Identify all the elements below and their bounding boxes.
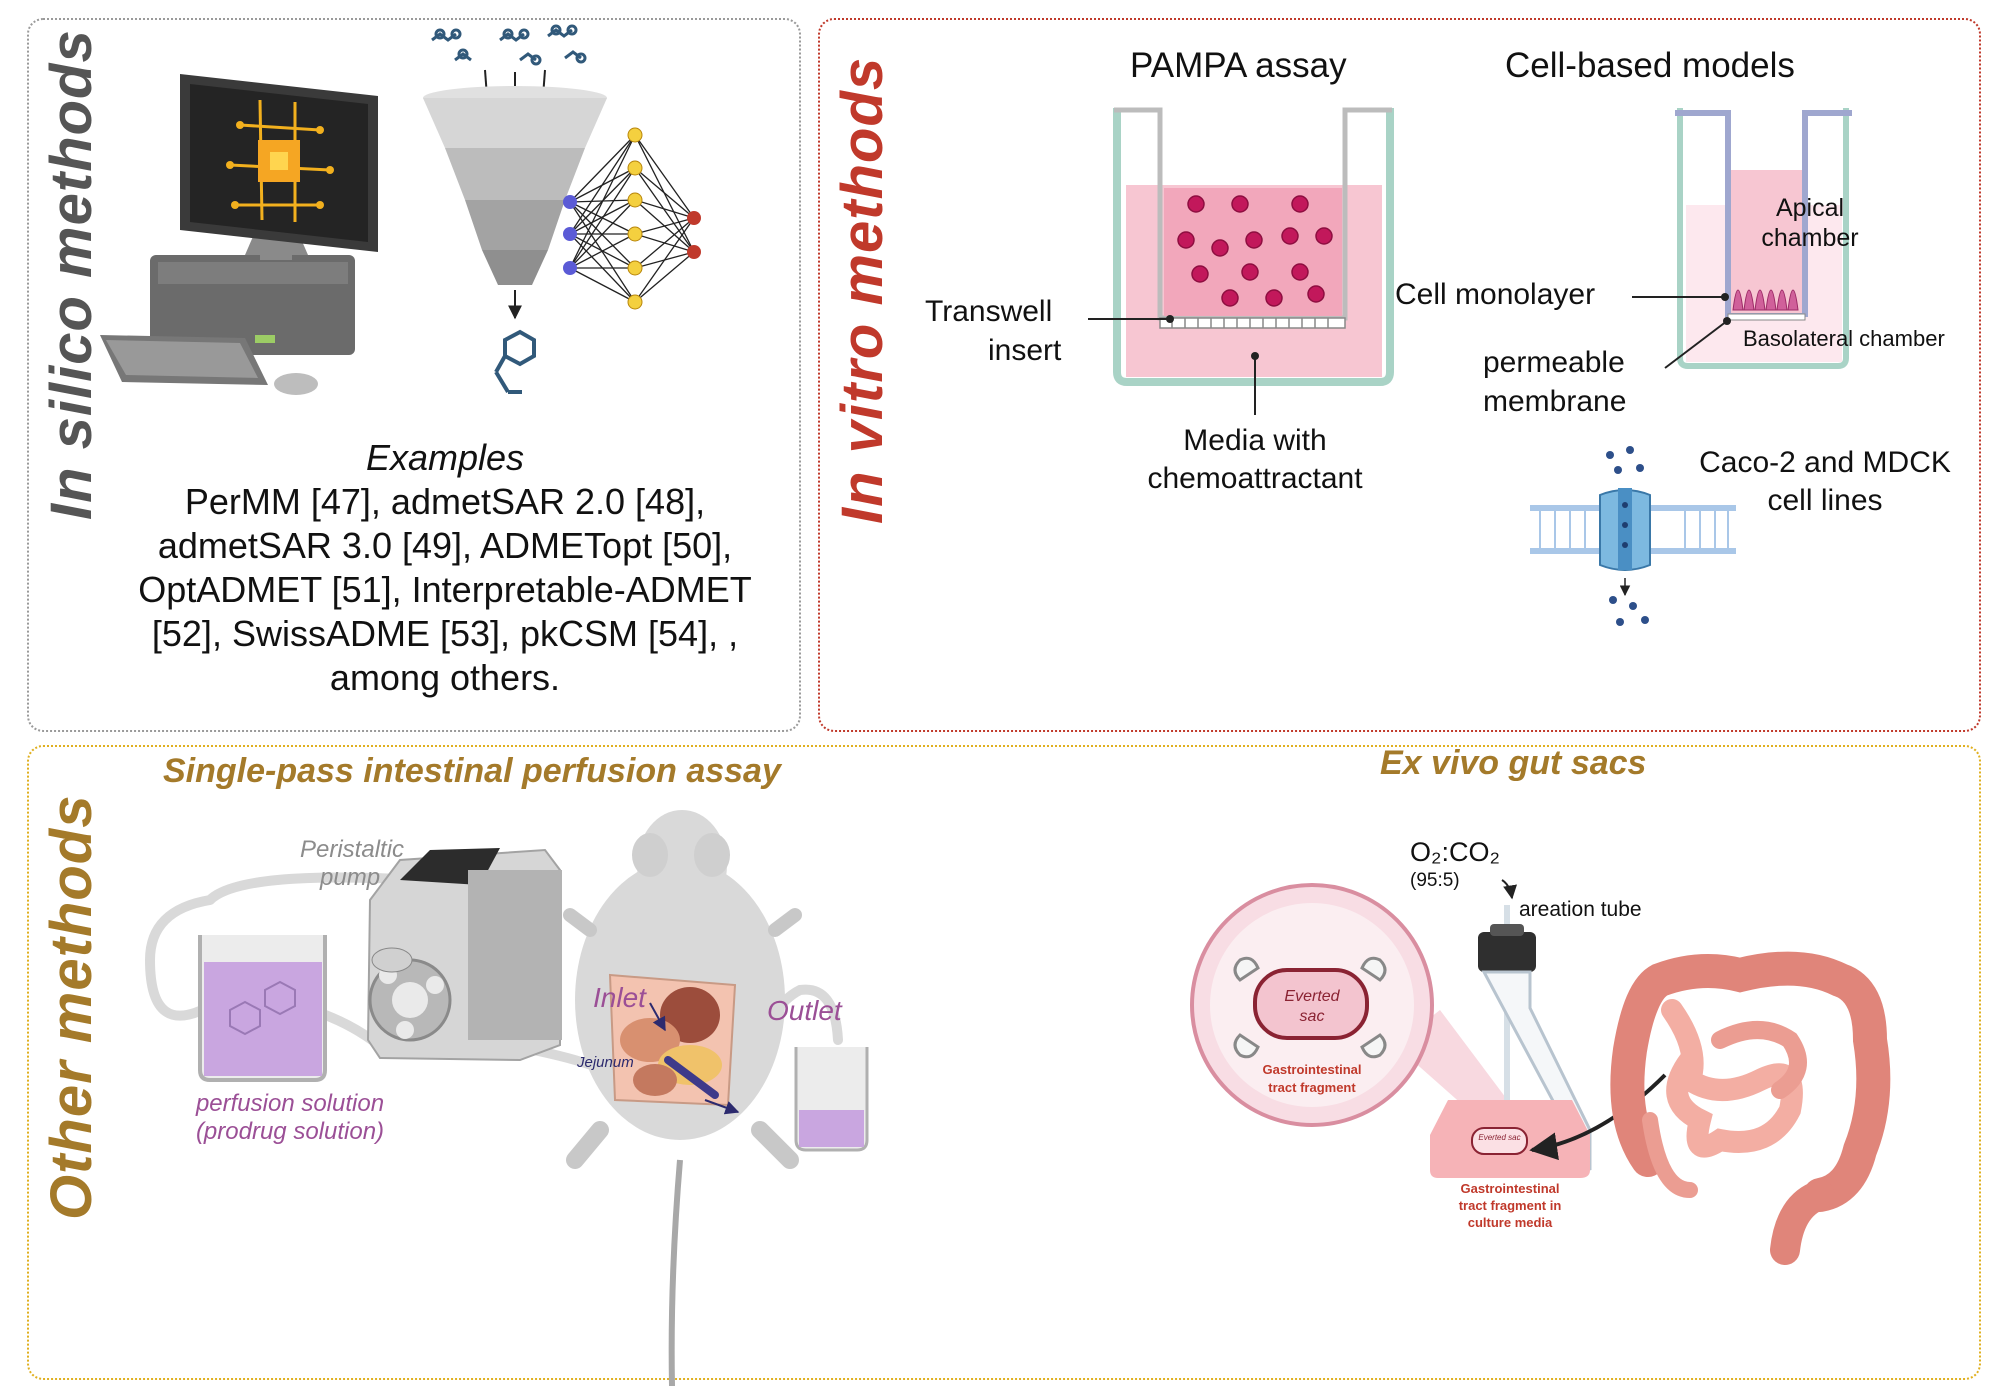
outlet-label: Outlet [767, 995, 842, 1026]
cell-transwell-icon [1675, 108, 1852, 369]
apical-label: Apical [1775, 194, 1845, 222]
in-vitro-panel [818, 18, 1981, 732]
gi-media-label-3: culture media [1467, 1215, 1553, 1230]
everted-sac-small-label: Everted sac [1478, 1133, 1521, 1142]
caco-label: Caco-2 and MDCK [1699, 446, 1951, 479]
in-silico-panel [27, 18, 801, 732]
transwell-label: Transwell [925, 295, 1053, 328]
gi-fragment-label: Gastrointestinal [1262, 1062, 1362, 1077]
basolateral-label: Basolateral chamber [1743, 326, 1945, 351]
funnel-icon [423, 86, 607, 285]
examples-line: among others. [329, 657, 561, 698]
gas-ratio-label: O₂:CO₂ [1410, 837, 1500, 867]
perfusion-solution-label: perfusion solution [195, 1090, 385, 1117]
everted-sac-label: Everted [1284, 988, 1340, 1005]
cell-based-title: Cell-based models [1505, 46, 1795, 85]
peristaltic-label: Peristaltic [300, 836, 405, 863]
gi-media-label-2: tract fragment in [1458, 1198, 1562, 1213]
pump-icon [366, 848, 562, 1062]
examples-block: Examples PerMM [47], admetSAR 2.0 [48], … [100, 436, 790, 700]
perfusion-title: Single-pass intestinal perfusion assay [163, 752, 781, 790]
permeable-label: permeable [1483, 346, 1625, 379]
gas-ratio-value: (95:5) [1410, 870, 1460, 891]
peristaltic-label-2: pump [320, 864, 381, 891]
cell-monolayer-label: Cell monolayer [1395, 278, 1596, 311]
aeration-tube-label: areation tube [1519, 898, 1642, 921]
examples-line: admetSAR 3.0 [49], ADMETopt [50], [157, 525, 733, 566]
examples-line: [52], SwissADME [53], pkCSM [54], , [151, 613, 739, 654]
permeable-label-2: membrane [1483, 385, 1627, 418]
other-methods-panel [27, 745, 1981, 1380]
transwell-label-2: insert [988, 334, 1062, 367]
pampa-well-icon [1113, 107, 1394, 386]
inlet-label: Inlet [593, 982, 646, 1013]
beaker-icon [198, 935, 327, 1082]
examples-heading: Examples [365, 437, 525, 478]
examples-line: PerMM [47], admetSAR 2.0 [48], [184, 481, 706, 522]
media-label: Media with [1183, 424, 1327, 457]
caco-label-2: cell lines [1767, 484, 1883, 517]
intestine-icon [1610, 951, 1891, 1265]
media-label-2: chemoattractant [1147, 462, 1363, 495]
perfusion-solution-label-2: (prodrug solution) [195, 1118, 385, 1145]
gi-media-label: Gastrointestinal [1460, 1181, 1560, 1196]
gi-fragment-label-2: tract fragment [1268, 1080, 1356, 1095]
membrane-channel-icon [1530, 446, 1736, 626]
molecule-icon [494, 329, 536, 394]
beaker-icon [794, 1047, 869, 1152]
gut-sacs-title: Ex vivo gut sacs [1380, 744, 1647, 782]
jejunum-label: Jejunum [577, 1054, 634, 1071]
pampa-title: PAMPA assay [1130, 46, 1347, 85]
rat-icon [563, 810, 802, 1387]
computer-icon [100, 74, 378, 395]
examples-line: OptADMET [51], Interpretable-ADMET [138, 569, 752, 610]
neural-network-icon [563, 127, 701, 310]
molecule-icon [431, 24, 587, 66]
apical-label-2: chamber [1761, 224, 1859, 252]
everted-sac-label-2: sac [1299, 1008, 1325, 1025]
